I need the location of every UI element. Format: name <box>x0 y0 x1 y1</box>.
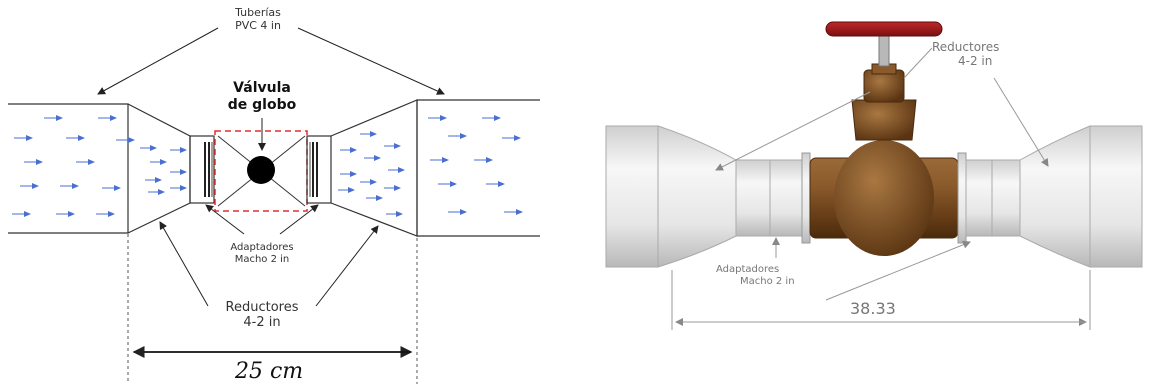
right-reducers-label-line2: 4-2 in <box>958 54 993 68</box>
reducers-label: Reductores 4-2 in <box>212 300 312 330</box>
big-pipe-left <box>605 125 659 268</box>
pipes-label: Tuberías PVC 4 in <box>208 6 308 32</box>
left-pipe <box>8 103 129 234</box>
left-dimension-label: 25 cm <box>235 359 304 384</box>
flow-arrows <box>12 115 523 217</box>
right-reducers-label-line1: Reductores <box>932 40 1000 54</box>
left-adapter <box>189 135 215 204</box>
reducers-label-line2: 4-2 in <box>243 315 281 330</box>
left-schematic <box>8 27 540 384</box>
cone-left <box>657 125 737 268</box>
valve-label-line1: Válvula <box>233 80 291 96</box>
right-dimension-label: 38.33 <box>850 299 896 318</box>
right-rendering <box>605 21 1143 330</box>
right-reducers-label: Reductores 4-2 in <box>932 40 999 68</box>
big-pipe-right <box>1089 125 1143 268</box>
valve-label: Válvula de globo <box>212 80 312 114</box>
pipes-label-line1: Tuberías <box>235 6 281 19</box>
left-reducer <box>127 103 191 234</box>
right-adapters-label-line2: Macho 2 in <box>740 276 795 287</box>
right-adapter <box>306 135 332 204</box>
adapters-label-line2: Macho 2 in <box>234 254 290 265</box>
right-adapters-label-line1: Adaptadores <box>716 264 780 275</box>
adapters-label-line1: Adaptadores <box>230 242 294 253</box>
adapters-label: Adaptadores Macho 2 in <box>212 242 312 266</box>
valve-ball <box>247 156 275 184</box>
pipes-label-line2: PVC 4 in <box>235 19 281 32</box>
handwheel <box>825 21 943 37</box>
valve-label-line2: de globo <box>227 97 297 113</box>
reducers-label-line1: Reductores <box>225 300 299 315</box>
cone-right <box>1019 125 1091 268</box>
right-pipe <box>416 99 540 237</box>
right-reducer <box>330 99 418 237</box>
right-adapters-label: Adaptadores Macho 2 in <box>716 264 795 288</box>
